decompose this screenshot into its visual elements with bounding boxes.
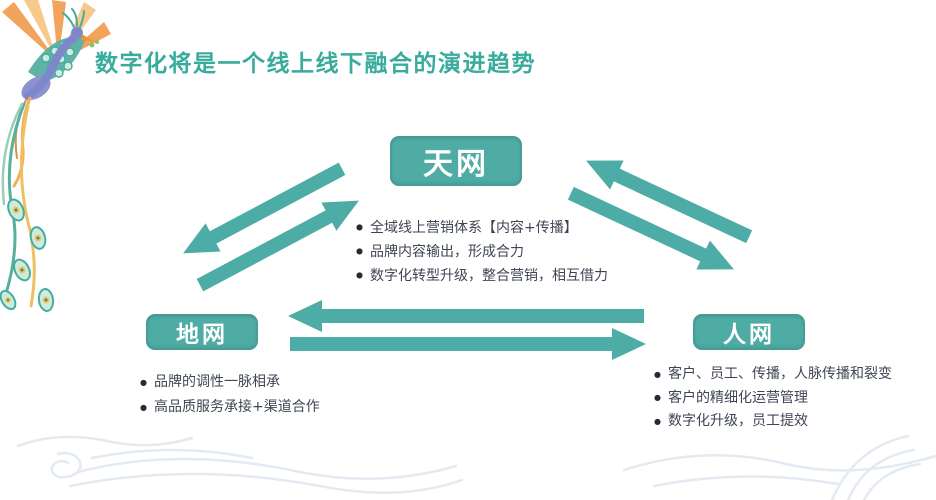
cloud-wave-right-icon <box>622 434 936 500</box>
ground-people-two-way-arrow-icon <box>288 300 646 360</box>
bullet-item: 高品质服务承接+渠道合作 <box>140 395 320 420</box>
bullet-item: 全域线上营销体系【内容+传播】 <box>356 216 608 240</box>
sky-net-bullet-list: 全域线上营销体系【内容+传播】 品牌内容输出，形成合力 数字化转型升级，整合营销… <box>356 216 608 288</box>
ground-net-bullet-list: 品牌的调性一脉相承 高品质服务承接+渠道合作 <box>140 370 320 420</box>
node-people-net: 人网 <box>693 314 805 350</box>
bullet-item: 数字化升级，员工提效 <box>654 410 892 434</box>
page-title: 数字化将是一个线上线下融合的演进趋势 <box>95 51 536 77</box>
bullet-item: 数字化转型升级，整合营销，相互借力 <box>356 264 608 288</box>
node-sky-net-label: 天网 <box>423 147 489 182</box>
node-sky-net: 天网 <box>390 136 522 186</box>
bullet-item: 客户的精细化运营管理 <box>654 387 892 411</box>
bullet-item: 品牌内容输出，形成合力 <box>356 240 608 264</box>
sky-people-two-way-arrow-icon <box>567 160 753 270</box>
node-people-net-label: 人网 <box>723 322 775 348</box>
node-ground-net: 地网 <box>146 314 258 350</box>
cloud-wave-left-icon <box>16 435 464 494</box>
node-ground-net-label: 地网 <box>176 322 228 348</box>
people-net-bullet-list: 客户、员工、传播，人脉传播和裂变 客户的精细化运营管理 数字化升级，员工提效 <box>654 363 892 434</box>
sky-ground-two-way-arrow-icon <box>183 162 359 292</box>
bullet-item: 品牌的调性一脉相承 <box>140 370 320 395</box>
bullet-item: 客户、员工、传播，人脉传播和裂变 <box>654 363 892 387</box>
